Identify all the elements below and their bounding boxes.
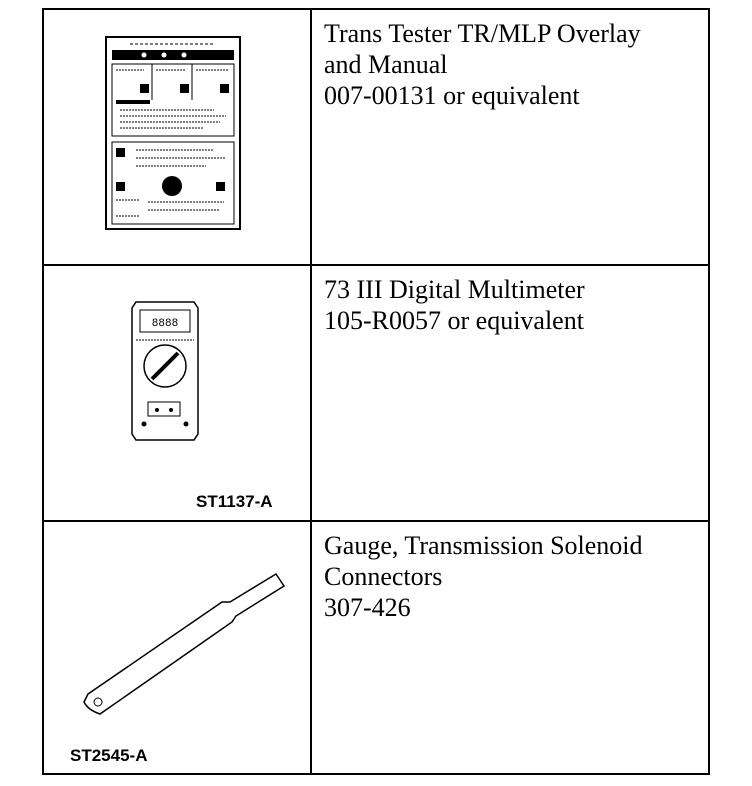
special-tools-table: Trans Tester TR/MLP Overlay and Manual 0… [42,8,710,775]
tool-number: 307-426 [324,593,411,622]
table-row: 8888 ST1137-A 73 III Digital Multimeter … [44,266,708,522]
tool-image-cell: 8888 ST1137-A [44,266,312,520]
tool-image-cell: ST2545-A [44,522,312,773]
tool-name-line-2: and Manual [324,50,448,79]
tool-description-cell: Gauge, Transmission Solenoid Connectors … [312,522,708,773]
tool-description-cell: 73 III Digital Multimeter 105-R0057 or e… [312,266,708,520]
tool-name-line-1: Gauge, Transmission Solenoid [324,531,643,560]
table-row: ST2545-A Gauge, Transmission Solenoid Co… [44,522,708,773]
tool-image-cell [44,10,312,264]
figure-code: ST2545-A [70,746,148,765]
digital-multimeter-icon: 8888 [131,301,199,441]
tool-name-line-1: Trans Tester TR/MLP Overlay [324,19,641,48]
figure-code: ST1137-A [196,492,273,511]
tool-name-line-1: 73 III Digital Multimeter [324,275,585,304]
tool-number: 007-00131 or equivalent [324,81,580,110]
tester-overlay-card-icon [105,36,241,230]
solenoid-connector-gauge-icon [83,572,286,715]
tool-number: 105-R0057 or equivalent [324,306,584,335]
table-row: Trans Tester TR/MLP Overlay and Manual 0… [44,10,708,266]
tool-name-line-2: Connectors [324,562,443,591]
tool-description-cell: Trans Tester TR/MLP Overlay and Manual 0… [312,10,708,264]
svg-text:8888: 8888 [152,318,178,330]
